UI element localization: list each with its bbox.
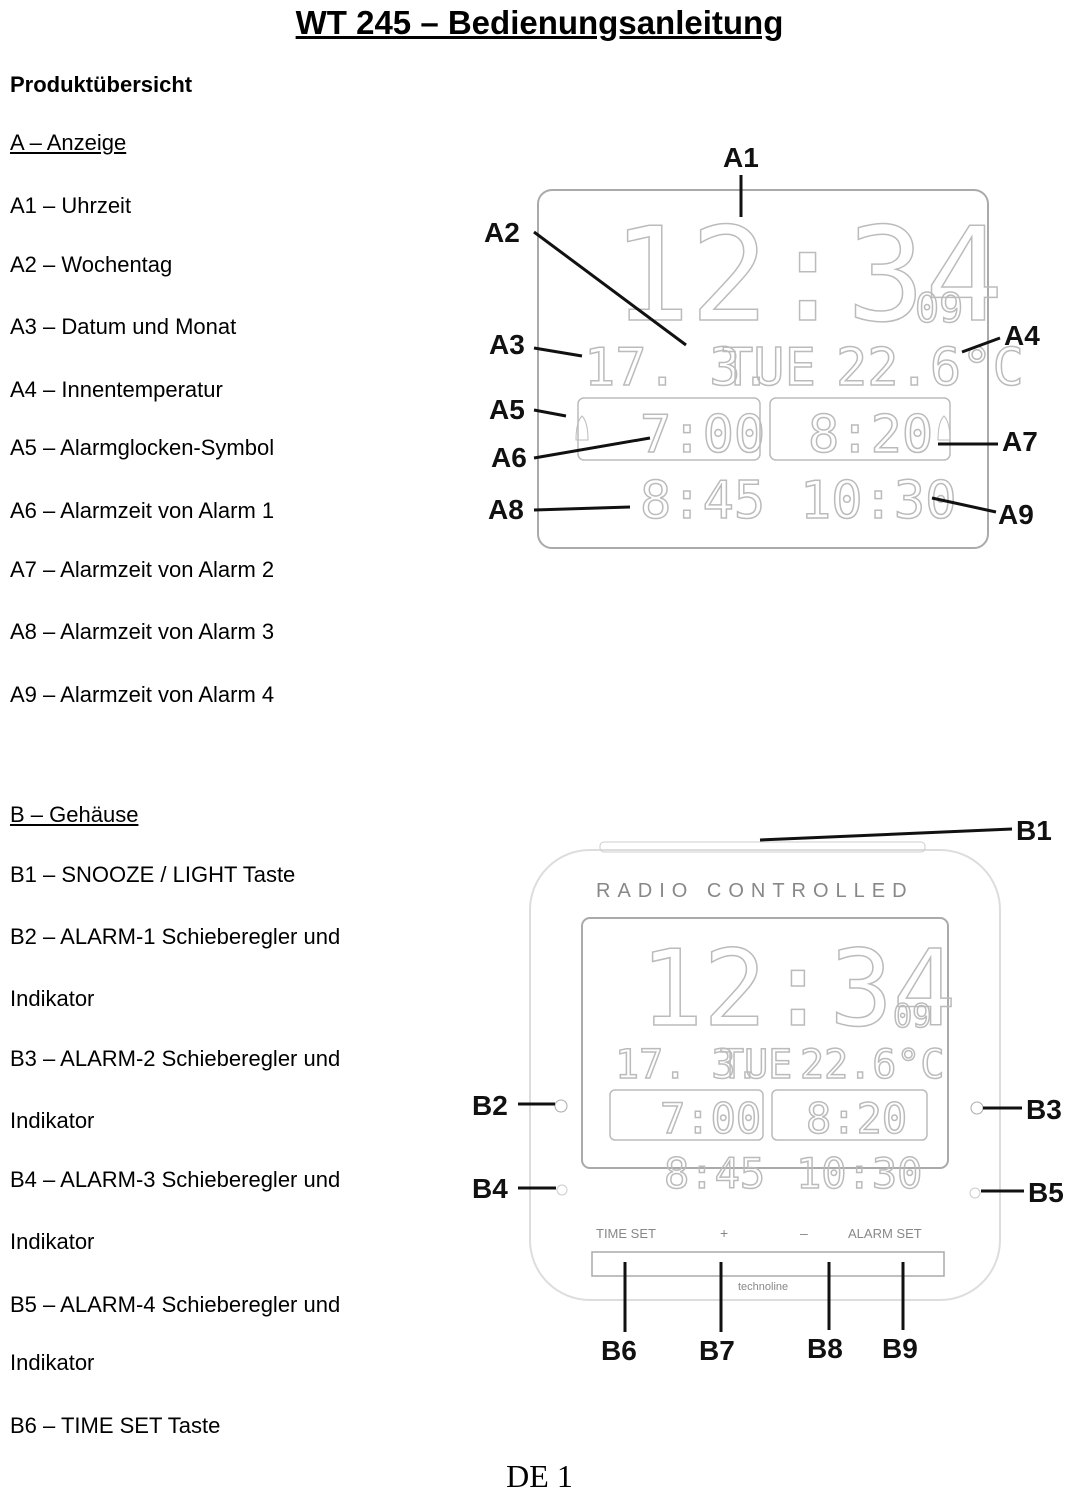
page-title: WT 245 – Bedienungsanleitung bbox=[295, 4, 784, 41]
lcd-seconds: 09 bbox=[915, 286, 963, 332]
alarm-bell-icon bbox=[575, 415, 589, 441]
list-item: A6 – Alarmzeit von Alarm 1 bbox=[10, 498, 275, 523]
callout-a8: A8 bbox=[488, 494, 524, 525]
list-item: B3 – ALARM-2 Schieberegler und bbox=[10, 1046, 341, 1071]
list-item: B1 – SNOOZE / LIGHT Taste bbox=[10, 862, 296, 887]
callout-b6: B6 bbox=[601, 1335, 637, 1366]
callout-b4: B4 bbox=[472, 1173, 508, 1204]
callout-b2: B2 bbox=[472, 1090, 508, 1121]
lcd-date: 17. 3. bbox=[615, 1042, 760, 1088]
callout-a7: A7 bbox=[1002, 426, 1038, 457]
leader-lines bbox=[533, 175, 1001, 514]
callout-a6: A6 bbox=[491, 442, 527, 473]
clock-case bbox=[529, 849, 1001, 1301]
page-number: DE 1 bbox=[506, 1458, 573, 1494]
lcd-time: 12:34 bbox=[640, 928, 956, 1050]
callout-a9: A9 bbox=[998, 499, 1034, 530]
list-item: B6 – TIME SET Taste bbox=[10, 1413, 221, 1438]
brand-logo: technoline bbox=[738, 1281, 788, 1293]
callout-b7: B7 bbox=[699, 1335, 735, 1366]
list-item: A8 – Alarmzeit von Alarm 3 bbox=[10, 619, 275, 644]
callout-a2: A2 bbox=[484, 217, 520, 248]
lcd-alarm4: 10:30 bbox=[800, 471, 957, 531]
lcd-alarm4: 10:30 bbox=[796, 1149, 922, 1198]
lcd-frame bbox=[581, 917, 949, 1169]
callout-b5: B5 bbox=[1028, 1177, 1064, 1208]
list-item: A1 – Uhrzeit bbox=[10, 193, 132, 218]
lcd-alarm3: 8:45 bbox=[664, 1149, 765, 1198]
time-set-label: TIME SET bbox=[596, 1226, 656, 1241]
list-item: A5 – Alarmglocken-Symbol bbox=[10, 435, 275, 460]
list-item: A3 – Datum und Monat bbox=[10, 314, 237, 339]
list-item: Indikator bbox=[10, 1350, 95, 1375]
callout-b9: B9 bbox=[882, 1333, 918, 1364]
callout-b3: B3 bbox=[1026, 1094, 1062, 1125]
lcd-time: 12:34 bbox=[612, 199, 1003, 351]
list-item: B5 – ALARM-4 Schieberegler und bbox=[10, 1292, 341, 1317]
lcd-weekday: TUE bbox=[722, 338, 816, 398]
list-item: Indikator bbox=[10, 1229, 95, 1254]
snooze-light-button bbox=[599, 841, 926, 853]
callout-a4: A4 bbox=[1004, 320, 1040, 351]
lcd-alarm2: 8:20 bbox=[808, 405, 933, 465]
callout-a1: A1 bbox=[723, 142, 759, 173]
lcd-date: 17. 3. bbox=[584, 338, 772, 398]
lcd-frame bbox=[537, 189, 989, 549]
minus-label: – bbox=[800, 1225, 808, 1241]
list-item: A9 – Alarmzeit von Alarm 4 bbox=[10, 682, 275, 707]
section-b-heading: B – Gehäuse bbox=[10, 802, 139, 827]
lcd-alarm1: 7:00 bbox=[660, 1094, 761, 1143]
lcd-weekday: TUE bbox=[720, 1042, 792, 1088]
section-heading: Produktübersicht bbox=[10, 72, 193, 97]
list-item: B4 – ALARM-3 Schieberegler und bbox=[10, 1167, 341, 1192]
list-item: B2 – ALARM-1 Schieberegler und bbox=[10, 924, 341, 949]
list-item: A7 – Alarmzeit von Alarm 2 bbox=[10, 557, 275, 582]
lcd-alarm2: 8:20 bbox=[806, 1094, 907, 1143]
callout-a3: A3 bbox=[489, 329, 525, 360]
lcd-alarm3: 8:45 bbox=[640, 471, 765, 531]
list-item: A4 – Innentemperatur bbox=[10, 377, 223, 402]
plus-label: + bbox=[720, 1225, 728, 1241]
alarm-set-label: ALARM SET bbox=[848, 1226, 922, 1241]
lcd-temperature: 22.6°C bbox=[800, 1042, 945, 1088]
list-item: Indikator bbox=[10, 1108, 95, 1133]
list-item: Indikator bbox=[10, 986, 95, 1011]
leader-lines bbox=[518, 827, 1024, 1332]
callout-b1: B1 bbox=[1016, 815, 1052, 846]
lcd-temperature: 22.6°C bbox=[836, 338, 1024, 398]
alarm-bell-icon bbox=[937, 415, 951, 441]
list-item: A2 – Wochentag bbox=[10, 252, 173, 277]
lcd-alarm1: 7:00 bbox=[640, 405, 765, 465]
button-strip bbox=[591, 1251, 945, 1277]
callout-a5: A5 bbox=[489, 394, 525, 425]
lcd-seconds: 09 bbox=[893, 997, 932, 1035]
section-a-heading: A – Anzeige bbox=[10, 130, 127, 155]
radio-controlled-label: RADIO CONTROLLED bbox=[596, 880, 914, 902]
callout-b8: B8 bbox=[807, 1333, 843, 1364]
